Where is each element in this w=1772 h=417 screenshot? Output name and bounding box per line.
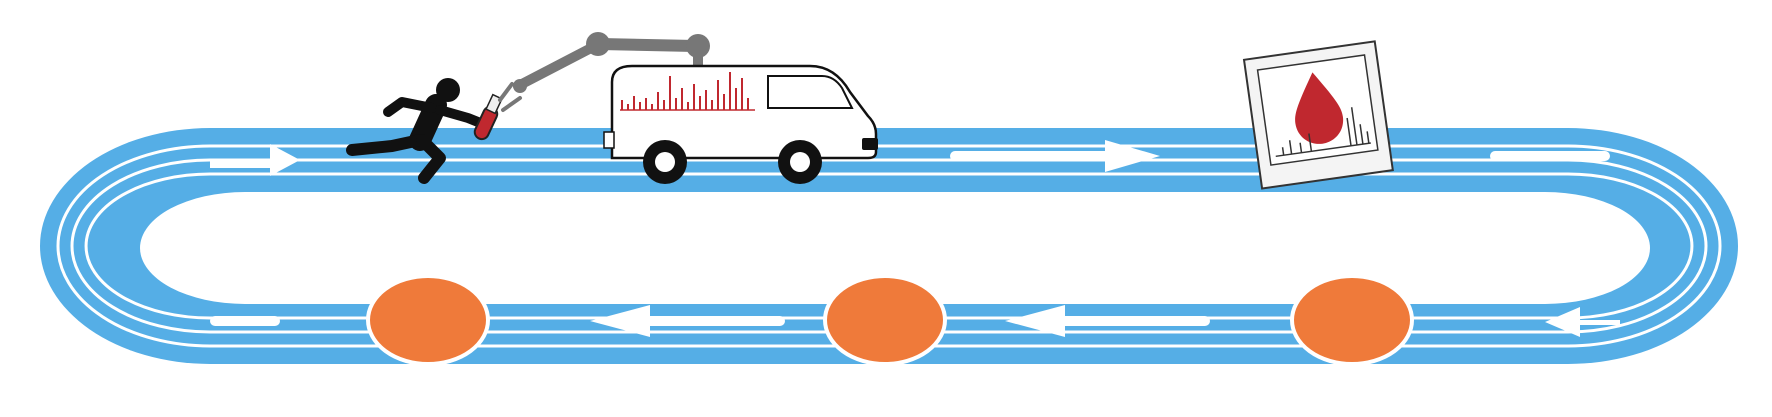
- track-infield: [140, 192, 1650, 304]
- direction-arrow-icon: [210, 144, 300, 176]
- station-1: [366, 274, 490, 366]
- station-2: [823, 274, 947, 366]
- direction-arrow-icon: [210, 316, 280, 326]
- direction-arrow-icon: [1545, 307, 1620, 337]
- robotic-arm-icon: [498, 32, 710, 112]
- station-3: [1290, 274, 1414, 366]
- direction-arrow-icon: [1490, 151, 1610, 161]
- blood-tube-icon: [473, 93, 503, 141]
- mobile-lab-van-icon: [603, 64, 878, 184]
- direction-arrow-icon: [590, 305, 785, 337]
- direction-arrow-icon: [1005, 305, 1210, 337]
- spectrum-chart-icon: [620, 72, 755, 111]
- direction-arrow-icon: [950, 140, 1160, 172]
- blood-drop-photo-icon: [1242, 40, 1394, 190]
- running-courier-icon: [346, 78, 483, 184]
